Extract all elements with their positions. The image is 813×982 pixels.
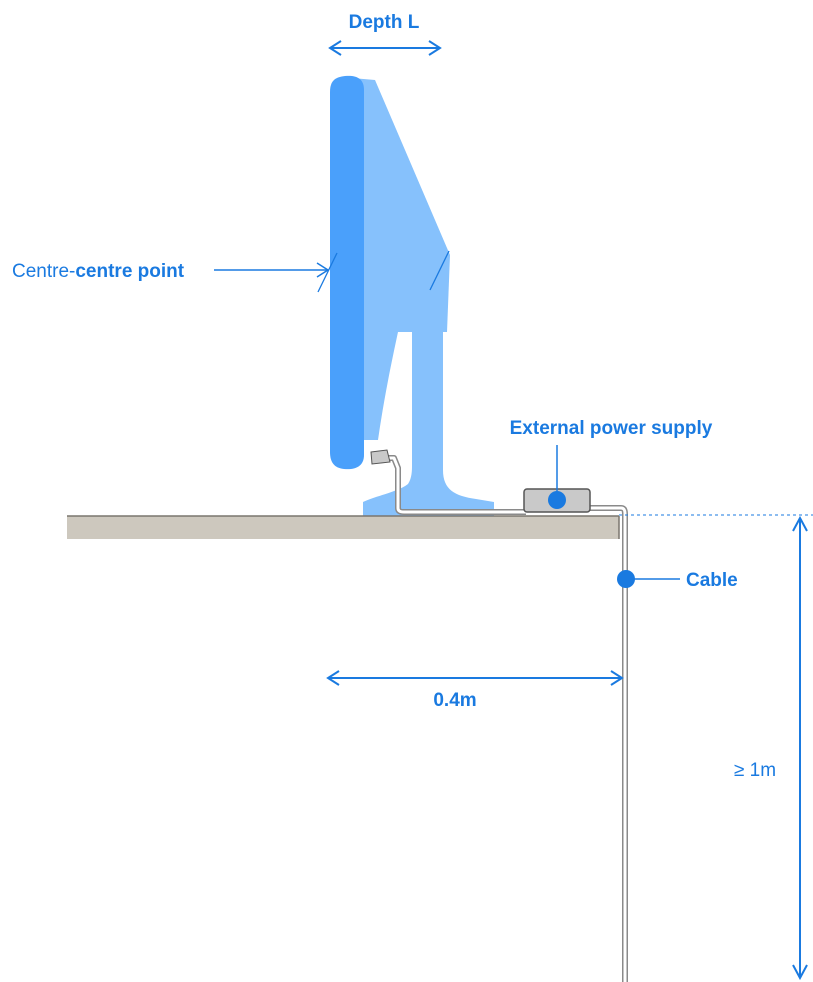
- cable: [380, 455, 628, 982]
- depth-label: Depth L: [349, 12, 420, 33]
- distance-arrow: [326, 670, 624, 686]
- centre-mark-back: [429, 250, 450, 291]
- centre-point-label: Centre-centre point: [12, 261, 185, 282]
- centre-mark-front: [317, 252, 338, 293]
- height-label: ≥ 1m: [734, 760, 776, 781]
- stand-neck: [363, 332, 494, 516]
- stand-cutout: [362, 332, 398, 440]
- table-top: [67, 516, 619, 539]
- power-supply-marker: [548, 491, 566, 509]
- distance-label: 0.4m: [433, 690, 476, 711]
- monitor-screen: [330, 75, 364, 470]
- power-supply-label: External power supply: [510, 418, 713, 439]
- cable-label: Cable: [686, 570, 738, 591]
- monitor-stand: [352, 78, 494, 516]
- cable-connector: [370, 449, 391, 465]
- monitor-back-panel: [352, 78, 450, 332]
- height-arrow: [792, 515, 808, 981]
- depth-arrow: [328, 40, 442, 56]
- cable-marker: [617, 570, 635, 588]
- centre-leader-arrowhead: [316, 262, 330, 278]
